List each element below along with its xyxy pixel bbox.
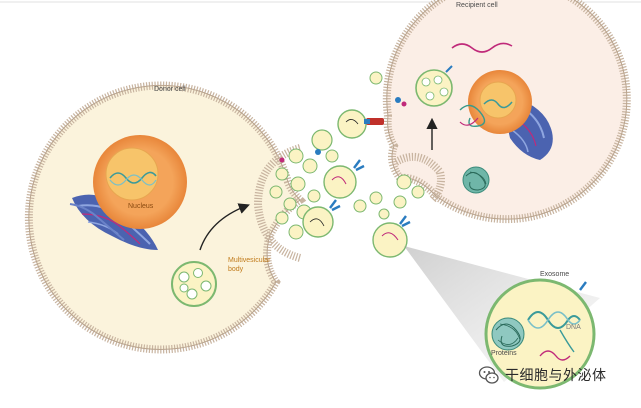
inset-protein-cluster — [491, 317, 525, 351]
recipient-protein-cluster — [462, 166, 490, 194]
multivesicular-body — [171, 261, 217, 307]
recipient-cell-label: Recipient cell — [456, 2, 498, 9]
multivesicular-label-line2: body — [228, 266, 244, 273]
donor-nucleus — [93, 135, 187, 229]
exosome-inset — [484, 278, 596, 390]
fusing-vesicle — [337, 109, 384, 139]
exosome-large-3 — [372, 215, 411, 258]
watermark-text: 干细胞与外泌体 — [505, 368, 607, 384]
exosome-large-2 — [302, 199, 341, 238]
proteins-label: Proteins — [491, 350, 517, 357]
wechat-icon — [478, 366, 499, 384]
nucleus-label: Nucleus — [128, 203, 154, 210]
donor-cell-label: Donor cell — [154, 86, 186, 93]
exosome-large-1 — [323, 159, 365, 199]
recipient-nucleus — [468, 70, 532, 134]
exosome-label: Exosome — [540, 271, 570, 278]
dna-label: DNA — [566, 324, 581, 331]
recipient-internal-vesicle — [415, 65, 453, 107]
recipient-rna — [451, 42, 513, 53]
watermark: 干细胞与外泌体 — [478, 364, 607, 386]
extracellular-vesicles — [269, 71, 425, 258]
multivesicular-label-line1: Multivesicular — [228, 257, 271, 264]
secretion-arrow — [199, 203, 250, 251]
inset-dna-helix — [527, 311, 581, 353]
inset-rna — [539, 350, 571, 361]
